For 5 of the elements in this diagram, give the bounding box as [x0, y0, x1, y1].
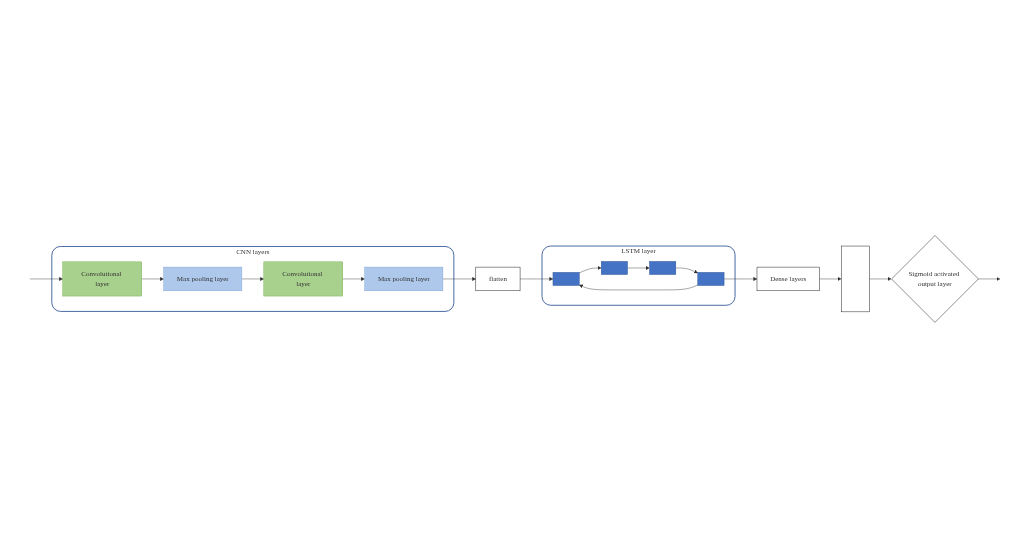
node-box	[649, 260, 677, 275]
node-box	[601, 260, 628, 275]
node-box	[552, 271, 580, 286]
node-box	[697, 271, 725, 286]
node-bar	[841, 245, 870, 312]
